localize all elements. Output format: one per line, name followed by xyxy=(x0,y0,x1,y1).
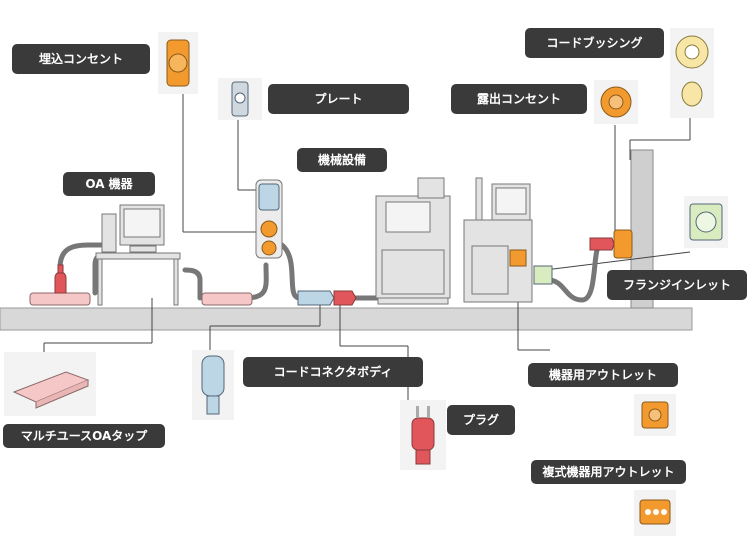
embedded-outlet-thumb xyxy=(158,32,198,94)
exposed-outlet-thumb xyxy=(594,80,638,124)
wall-outlet-box xyxy=(255,179,283,259)
label-equipment-outlet: 機器用アウトレット xyxy=(528,363,678,387)
plug-thumb xyxy=(400,400,446,470)
equipment-outlet-thumb xyxy=(634,394,676,436)
label-oa-equipment: OA 機器 xyxy=(63,172,155,196)
machine-2 xyxy=(463,177,533,303)
label-plate: プレート xyxy=(268,84,409,114)
oa-tap-2 xyxy=(201,292,253,306)
label-flange-inlet: フランジインレット xyxy=(607,270,747,300)
red-plug-on-tap xyxy=(54,271,67,294)
wall-pillar xyxy=(630,149,654,309)
label-multi-oa-tap: マルチユースOAタップ xyxy=(3,424,165,448)
floor xyxy=(0,307,693,331)
red-plug-neck xyxy=(57,264,64,274)
cord-bushing-thumb xyxy=(670,28,714,118)
flange-inlet-thumb xyxy=(684,196,728,248)
label-embedded-outlet: 埋込コンセント xyxy=(12,44,150,74)
label-exposed-outlet: 露出コンセント xyxy=(451,84,587,114)
label-cord-bushing: コードブッシング xyxy=(525,28,664,58)
machine-1 xyxy=(375,177,451,305)
multi-oa-tap-thumb xyxy=(4,352,96,416)
cord-connector-body-thumb xyxy=(192,350,234,420)
label-plug: プラグ xyxy=(447,405,515,435)
oa-tap-1 xyxy=(29,292,91,306)
label-multi-equipment-outlet: 複式機器用アウトレット xyxy=(531,460,686,484)
label-cord-connector-body: コードコネクタボディ xyxy=(243,357,423,387)
wall-inlet xyxy=(533,229,633,285)
multi-equipment-outlet-thumb xyxy=(634,490,676,536)
floor-cord-connector xyxy=(297,290,357,306)
plate-thumb xyxy=(218,78,262,120)
oa-desk xyxy=(95,204,181,306)
label-machine-equipment: 機械設備 xyxy=(297,148,387,172)
